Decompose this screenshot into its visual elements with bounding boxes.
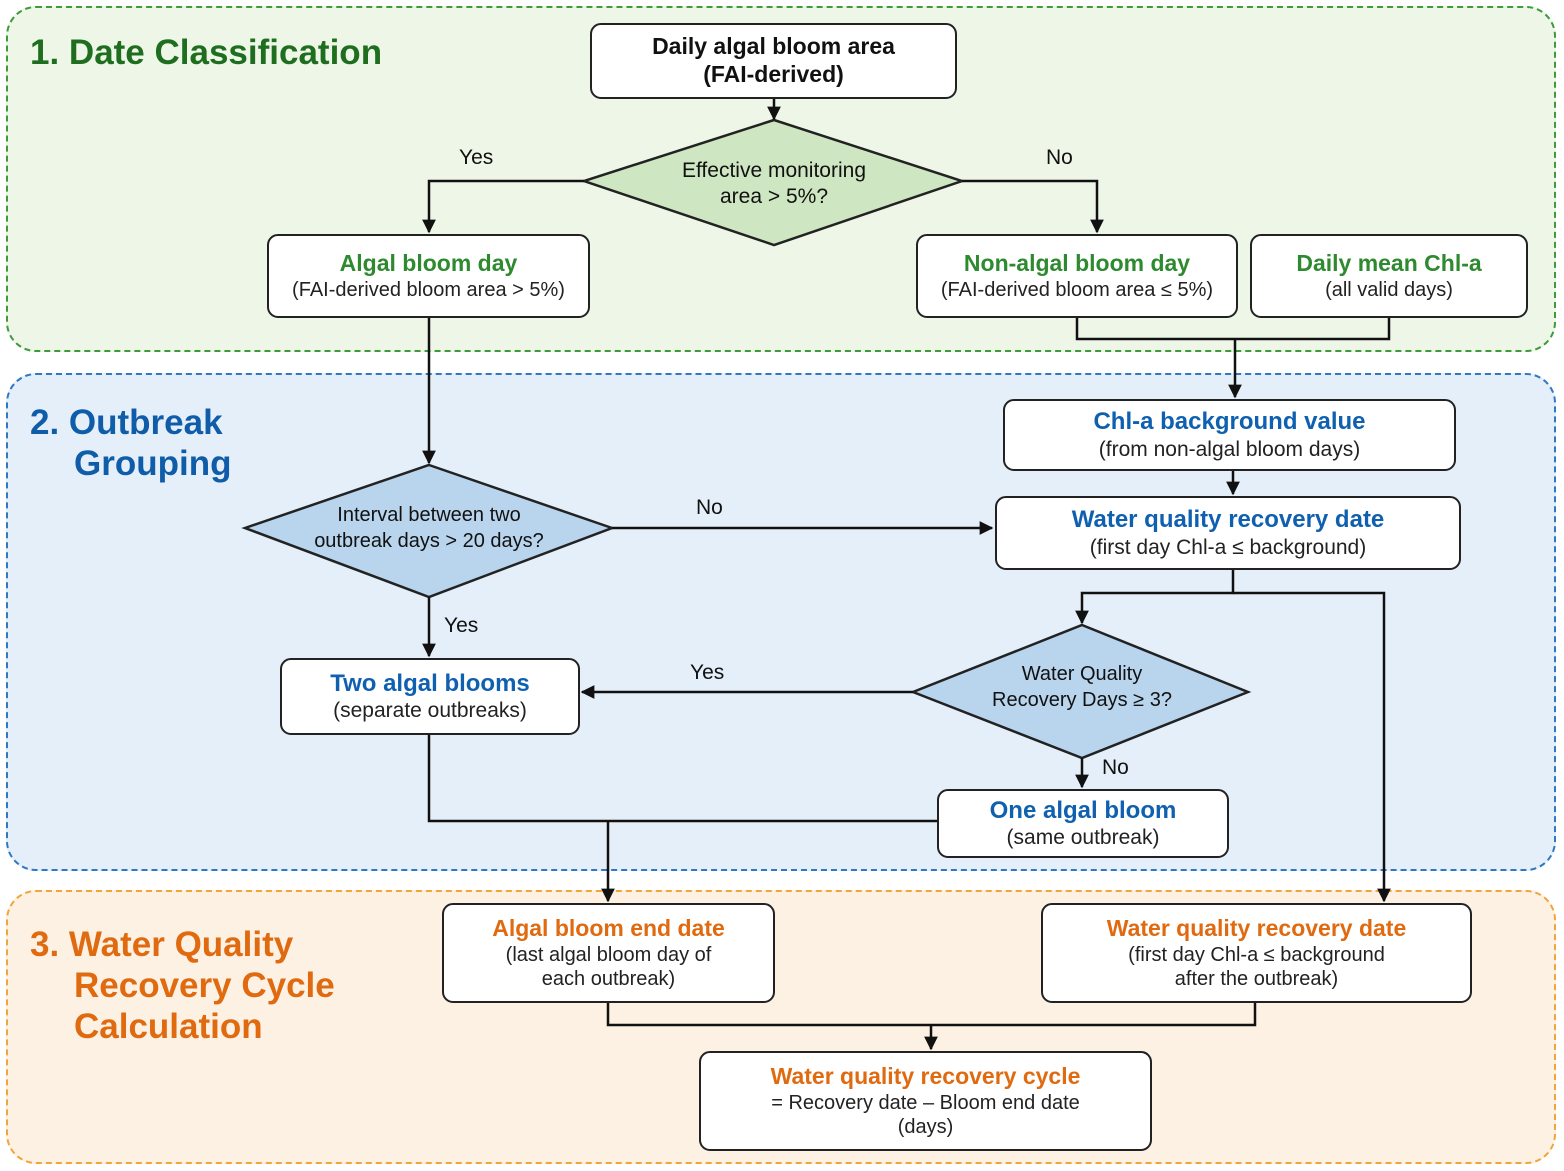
edge-recovery-to-date2 [1233, 591, 1391, 903]
two-blooms-sub: (separate outbreaks) [333, 699, 527, 723]
recovery-cycle-sub-1: = Recovery date – Bloom end date [771, 1091, 1080, 1114]
daily-algal-bloom-area-box: Daily algal bloom area (FAI-derived) [590, 23, 957, 99]
daily-mean-chla-title: Daily mean Chl-a [1296, 250, 1482, 277]
non-bloom-day-sub: (FAI-derived bloom area ≤ 5%) [940, 278, 1214, 301]
daily-area-sub: (FAI-derived) [703, 61, 844, 87]
edge-merge-cycle [606, 1003, 1257, 1027]
daily-area-title: Daily algal bloom area [652, 33, 895, 60]
edge-yes-bloom-day [422, 179, 584, 234]
section-title-2: 2. Outbreak Grouping [30, 403, 232, 483]
bloom-end-title: Algal bloom end date [492, 915, 725, 942]
chla-background-title: Chl-a background value [1093, 408, 1366, 435]
recovery-cycle-sub-2: (days) [897, 1115, 954, 1138]
one-algal-bloom-box: One algal bloom (same outbreak) [937, 789, 1229, 858]
recovery-cycle-title: Water quality recovery cycle [770, 1063, 1081, 1090]
two-algal-blooms-box: Two algal blooms (separate outbreaks) [280, 658, 580, 735]
wq-recovery-date2-sub-2: after the outbreak) [1174, 967, 1339, 990]
bloom-end-sub-2: each outbreak) [541, 967, 676, 990]
section-title-3: 3. Water Quality Recovery Cycle Calculat… [30, 925, 335, 1046]
bloom-end-sub-1: (last algal bloom day of [505, 943, 712, 966]
edge-label-no-1: No [1046, 146, 1073, 169]
non-bloom-day-title: Non-algal bloom day [963, 250, 1191, 277]
edge-label-yes-2: Yes [444, 614, 479, 637]
edge-label-no-2: No [696, 496, 723, 519]
wq-recovery-date-sub: (first day Chl-a ≤ background) [1089, 535, 1367, 559]
wq-recovery-date2-sub-1: (first day Chl-a ≤ background [1128, 943, 1385, 966]
edge-label-yes-1: Yes [459, 146, 494, 169]
edge-merge-background [1075, 318, 1391, 341]
daily-mean-chla-sub: (all valid days) [1325, 278, 1453, 301]
wq-recovery-date2-title: Water quality recovery date [1106, 915, 1407, 942]
non-algal-bloom-day-box: Non-algal bloom day (FAI-derived bloom a… [916, 234, 1238, 318]
daily-mean-chla-box: Daily mean Chl-a (all valid days) [1250, 234, 1528, 318]
water-quality-recovery-date-box: Water quality recovery date (first day C… [995, 496, 1461, 570]
decision-interval-label: Interval between two outbreak days > 20 … [314, 504, 544, 552]
water-quality-recovery-date-2-box: Water quality recovery date (first day C… [1041, 903, 1472, 1003]
decision-effective-monitoring-label: Effective monitoring area > 5%? [681, 159, 867, 208]
one-bloom-sub: (same outbreak) [1006, 826, 1160, 850]
two-blooms-title: Two algal blooms [330, 669, 530, 697]
edge-label-yes-3: Yes [690, 661, 725, 684]
edge-recovery-to-days [1075, 570, 1235, 625]
edge-no-nonbloom-day [962, 179, 1104, 234]
section-title-1: 1. Date Classification [30, 33, 383, 72]
edge-label-no-3: No [1102, 756, 1129, 779]
one-bloom-title: One algal bloom [989, 796, 1177, 824]
decision-effective-monitoring [579, 118, 966, 247]
wq-recovery-date-title: Water quality recovery date [1071, 506, 1385, 533]
chla-background-box: Chl-a background value (from non-algal b… [1003, 399, 1456, 471]
bloom-day-sub: (FAI-derived bloom area > 5%) [292, 278, 565, 301]
algal-bloom-end-date-box: Algal bloom end date (last algal bloom d… [442, 903, 775, 1003]
chla-background-sub: (from non-algal bloom days) [1098, 437, 1361, 461]
algal-bloom-day-box: Algal bloom day (FAI-derived bloom area … [267, 234, 590, 318]
decision-recovery-days-label: Water Quality Recovery Days ≥ 3? [992, 663, 1172, 711]
edge-two-blooms-down [427, 735, 937, 823]
bloom-day-title: Algal bloom day [339, 250, 518, 277]
water-quality-recovery-cycle-box: Water quality recovery cycle = Recovery … [699, 1051, 1152, 1151]
